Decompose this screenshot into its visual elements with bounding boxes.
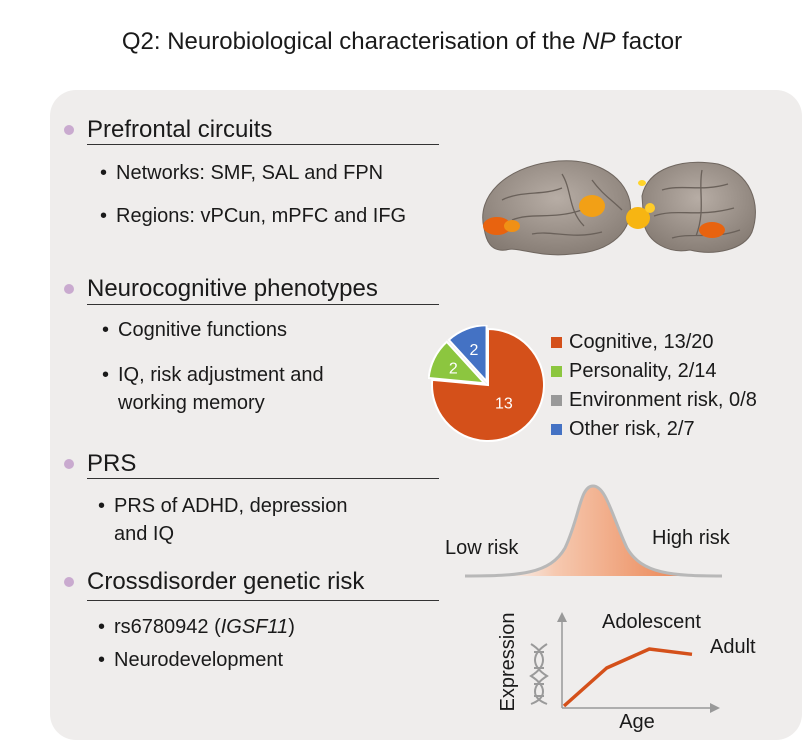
section-heading-prs: PRS xyxy=(87,450,137,477)
x-axis-arrow xyxy=(710,703,720,713)
legend-item: Environment risk, 0/8 xyxy=(551,386,757,415)
pie-slice-label: 13 xyxy=(495,395,513,412)
section-heading-prefrontal: Prefrontal circuits xyxy=(87,116,273,143)
figure-title: Q2: Neurobiological characterisation of … xyxy=(121,28,683,55)
pie-chart: 13 22 xyxy=(428,325,545,442)
pie-slice xyxy=(447,325,488,384)
section-heading-crossdisorder: Crossdisorder genetic risk xyxy=(87,568,365,595)
section-dot xyxy=(64,459,74,469)
section-dot xyxy=(64,577,74,587)
expression-line xyxy=(562,647,693,708)
bullet-neurodevelopment: •Neurodevelopment xyxy=(98,649,283,671)
legend-item: Personality, 2/14 xyxy=(551,357,757,386)
bullet-cognitive-functions: •Cognitive functions xyxy=(102,319,287,341)
annotation-adult: Adult xyxy=(710,636,756,658)
section-rule xyxy=(87,304,439,305)
pie-legend: Cognitive, 13/20 Personality, 2/14 Envir… xyxy=(551,328,757,444)
section-rule xyxy=(87,600,439,601)
bullet-rs6780942: •rs6780942 (IGSF11) xyxy=(98,616,295,638)
bullet-networks: •Networks: SMF, SAL and FPN xyxy=(100,162,384,184)
annotation-adolescent: Adolescent xyxy=(602,611,701,633)
low-risk-label: Low risk xyxy=(445,537,519,559)
section-rule xyxy=(87,144,439,145)
expression-line-chart: Expression Age Adolescent Adult xyxy=(497,611,756,733)
section-rule xyxy=(87,478,439,479)
section-heading-neurocognitive: Neurocognitive phenotypes xyxy=(87,275,378,302)
y-axis-arrow xyxy=(557,612,567,622)
legend-swatch xyxy=(551,395,562,406)
section-dot xyxy=(64,125,74,135)
legend-item: Other risk, 2/7 xyxy=(551,415,757,444)
pie-slice-label: 2 xyxy=(470,342,479,359)
brain-cortex-icon xyxy=(482,160,756,256)
legend-item: Cognitive, 13/20 xyxy=(551,328,757,357)
risk-distribution-curve: Low risk High risk xyxy=(445,484,731,578)
x-axis-label: Age xyxy=(619,711,655,733)
legend-swatch xyxy=(551,337,562,348)
pie-slice xyxy=(428,340,487,385)
dna-icon xyxy=(529,643,549,705)
high-risk-label: High risk xyxy=(652,527,731,549)
legend-swatch xyxy=(551,366,562,377)
y-axis-label: Expression xyxy=(497,613,519,712)
pie-slice xyxy=(431,327,545,442)
bullet-regions: •Regions: vPCun, mPFC and IFG xyxy=(100,205,407,227)
section-dot xyxy=(64,284,74,294)
legend-swatch xyxy=(551,424,562,435)
pie-slice-label: 2 xyxy=(449,361,458,378)
